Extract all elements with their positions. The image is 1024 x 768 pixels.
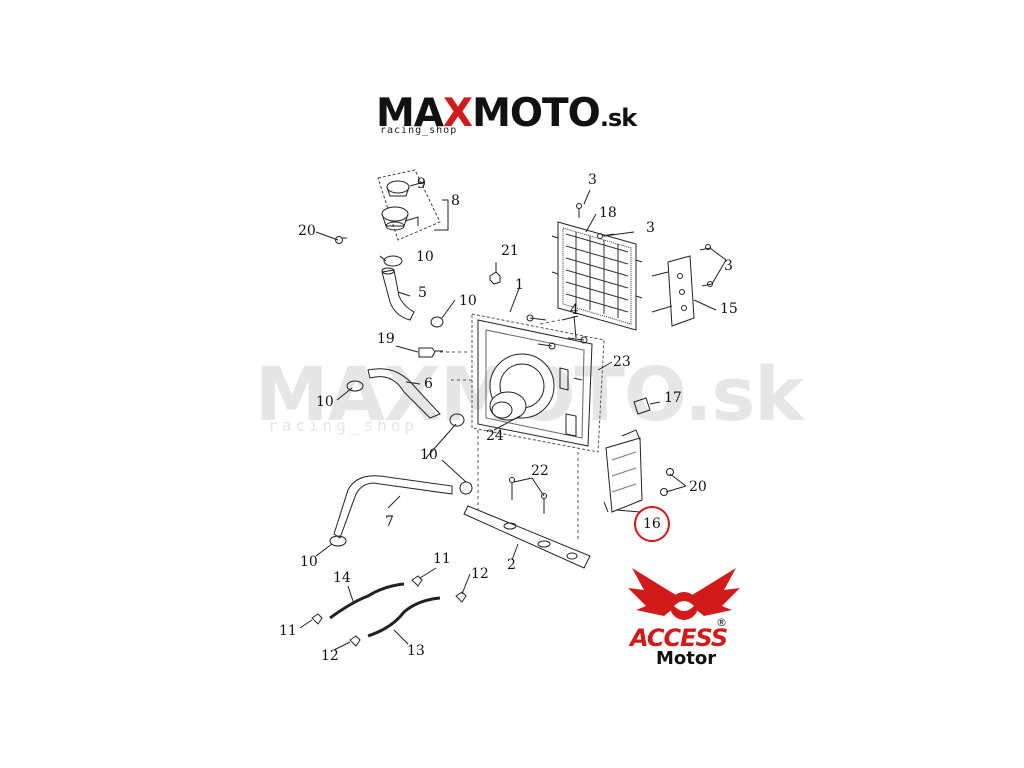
callout-17: 17 [664,390,682,406]
callout-19: 19 [377,331,395,347]
access-motor-logo [628,568,740,620]
mounting-bracket [651,255,695,327]
callout-23: 23 [613,354,631,370]
callout-21: 21 [501,243,519,259]
callout-7: 7 [385,514,394,530]
callout-22: 22 [531,463,549,479]
callout-6: 6 [424,376,433,392]
logo-wordmark: MAXMOTO.sk [376,91,637,140]
assembly-lines [440,319,579,540]
fan-guard-grille [551,221,643,331]
callout-10: 10 [416,249,434,265]
nut-21 [489,271,501,285]
temperature-sensor [418,347,443,358]
leader-lines [299,181,727,651]
radiator-base-plate [463,477,591,569]
callout-11: 11 [279,623,297,639]
highlight-circle [634,506,670,542]
callout-10: 10 [459,293,477,309]
access-brand-name: ACCESS [630,624,728,652]
callout-3: 3 [646,220,655,236]
callout-20: 20 [689,479,707,495]
bolts-4 [526,314,588,350]
maxmoto-logo: MAXMOTO.sk racing_shop [376,92,686,140]
logo-tagline: racing_shop [380,125,458,136]
callout-15: 15 [720,301,738,317]
bolt-20-upper [335,236,347,244]
logo-part-1: MA [376,91,444,136]
logo-accent-letter: X [443,91,473,136]
coolant-reservoir [603,429,643,513]
registered-mark: ® [716,616,727,629]
access-brand-sub: Motor [656,648,717,669]
callout-16: 16 [643,516,661,532]
callout-8: 8 [451,193,460,209]
lower-hose [329,475,473,547]
callout-13: 13 [407,643,425,659]
callout-10: 10 [316,394,334,410]
callout-3: 3 [588,172,597,188]
callout-1: 1 [515,277,524,293]
callout-20: 20 [298,223,316,239]
logo-part-2: MOTO [472,91,601,136]
callout-12: 12 [471,566,489,582]
logo-domain: .sk [599,104,637,132]
small-hoses [311,575,467,647]
reservoir-cap [633,397,651,415]
screws-3 [576,203,713,287]
upper-hose [381,255,415,321]
watermark-tagline: racing_shop [268,416,418,435]
callout-10: 10 [300,554,318,570]
radiator-with-fan [471,313,605,453]
callout-24: 24 [486,428,504,444]
left-wing-icon [628,568,684,616]
callout-18: 18 [599,205,617,221]
middle-hose [346,368,465,427]
callout-5: 5 [418,285,427,301]
callout-12: 12 [321,648,339,664]
callout-2: 2 [507,557,516,573]
right-wing-icon [684,568,740,616]
radiator-cap-assembly [377,169,441,241]
callout-14: 14 [333,570,351,586]
callout-9: 9 [417,176,426,192]
hose-clamp [430,316,444,328]
callout-11: 11 [433,551,451,567]
callout-4: 4 [570,302,579,318]
callout-3: 3 [724,258,733,274]
callout-10: 10 [420,447,438,463]
